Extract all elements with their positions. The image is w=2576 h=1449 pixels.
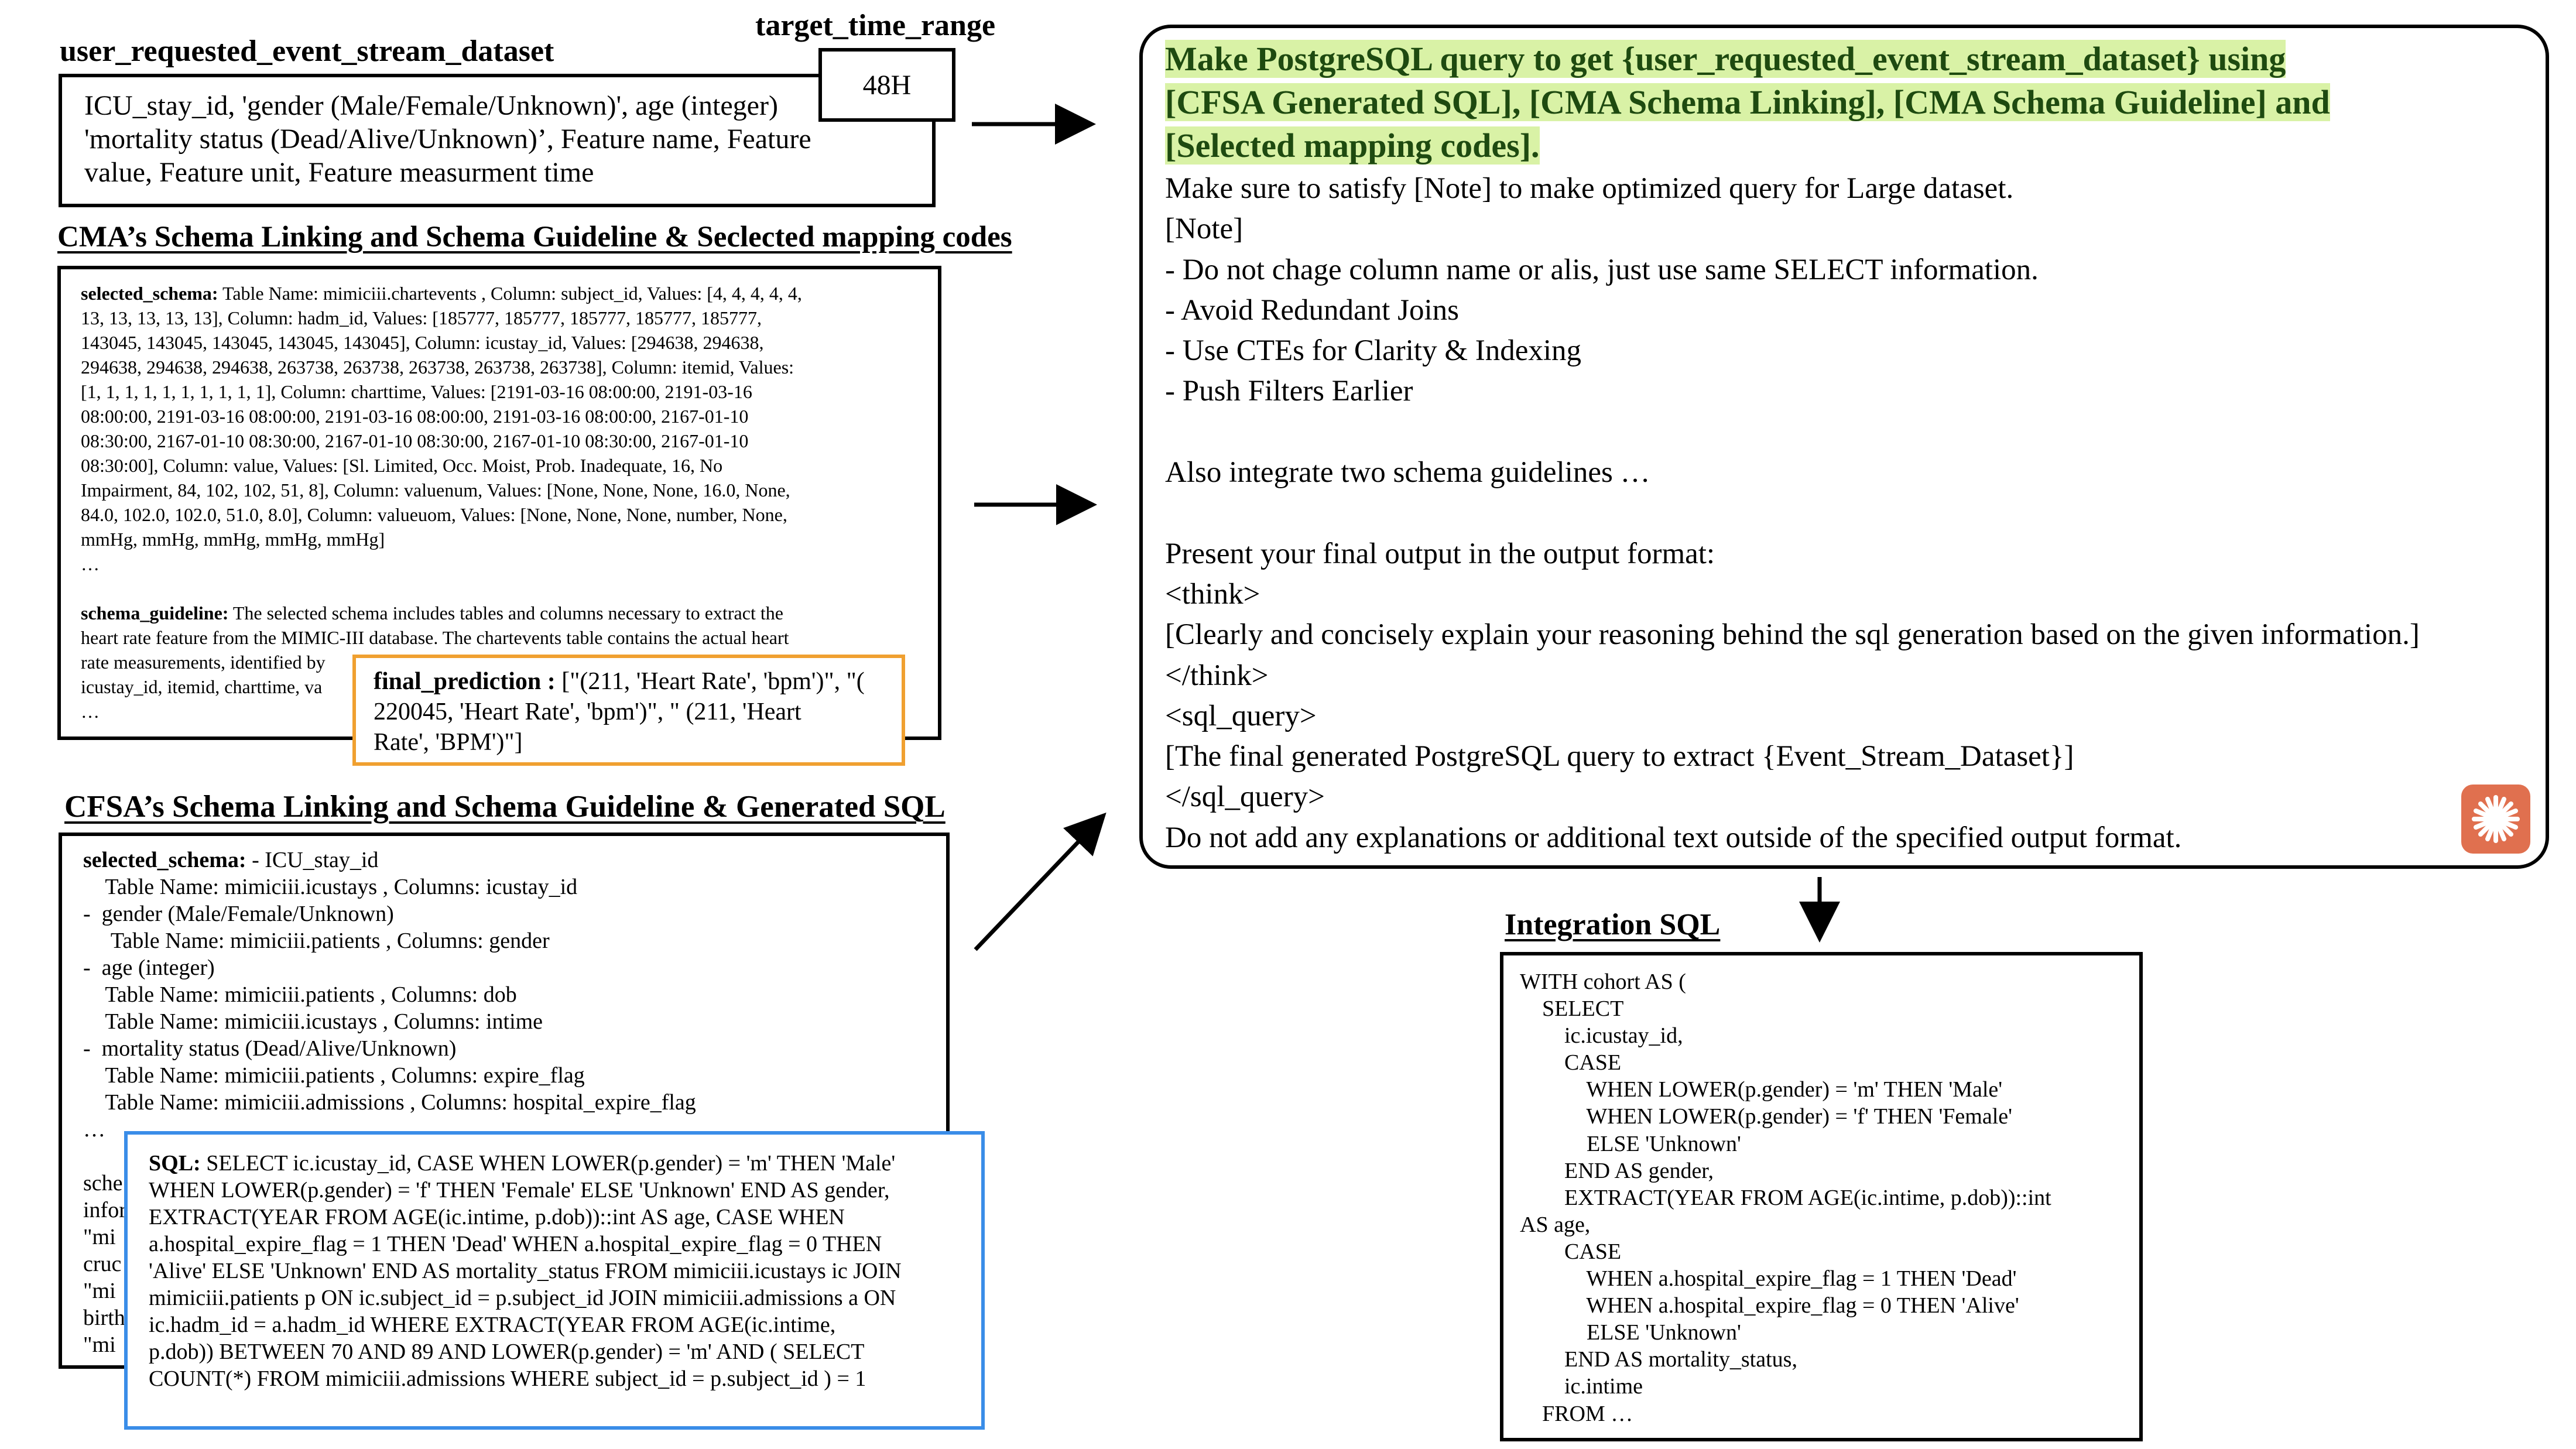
cma-schema-guideline-label: schema_guideline: [81, 602, 229, 624]
cma-schema-guideline-text: The selected schema includes tables and … [81, 602, 789, 722]
final-prediction-label: final_prediction : [374, 668, 556, 695]
cma-selected-schema-text: Table Name: mimiciii.chartevents , Colum… [81, 283, 802, 574]
cfsa-selected-schema-text: - ICU_stay_id Table Name: mimiciii.icust… [83, 848, 696, 1142]
arrow-cfsa-to-prompt [974, 812, 1107, 951]
cfsa-selected-schema-content: selected_schema: - ICU_stay_id Table Nam… [83, 847, 696, 1143]
target-time-range-box: 48H [818, 48, 955, 122]
sql-text: SELECT ic.icustay_id, CASE WHEN LOWER(p.… [149, 1151, 902, 1391]
cfsa-selected-schema-label: selected_schema: [83, 848, 246, 872]
prompt-body: Make sure to satisfy [Note] to make opti… [1165, 172, 2420, 854]
event-stream-heading: user_requested_event_stream_dataset [60, 35, 554, 68]
target-time-range-value: 48H [862, 69, 912, 101]
cfsa-heading: CFSA’s Schema Linking and Schema Guideli… [64, 790, 946, 824]
sql-box: SQL: SELECT ic.icustay_id, CASE WHEN LOW… [124, 1131, 985, 1430]
final-prediction-box: final_prediction : ["(211, 'Heart Rate',… [352, 655, 905, 766]
final-prediction-text: ["(211, 'Heart Rate', 'bpm')", "( 220045… [374, 668, 865, 756]
asterisk-burst-icon-svg [2472, 795, 2520, 843]
event-stream-text: ICU_stay_id, 'gender (Male/Female/Unknow… [84, 90, 811, 188]
prompt-highlight-text: Make PostgreSQL query to get {user_reque… [1165, 40, 2330, 165]
cma-heading: CMA’s Schema Linking and Schema Guidelin… [57, 221, 1012, 254]
prompt-highlight: Make PostgreSQL query to get {user_reque… [1165, 37, 2359, 167]
cfsa-hidden-guideline-lines: sche infor "mi cruc "mi birth "mi [83, 1171, 126, 1357]
cma-box: selected_schema: Table Name: mimiciii.ch… [57, 266, 941, 740]
event-stream-box: ICU_stay_id, 'gender (Male/Female/Unknow… [59, 74, 936, 207]
cma-selected-schema-label: selected_schema: [81, 283, 218, 304]
integration-heading: Integration SQL [1505, 908, 1721, 941]
target-time-range-heading: target_time_range [755, 9, 996, 42]
prompt-box: Make PostgreSQL query to get {user_reque… [1139, 25, 2549, 869]
integration-sql-text: WITH cohort AS ( SELECT ic.icustay_id, C… [1520, 970, 2051, 1426]
sql-label: SQL: [149, 1151, 201, 1176]
asterisk-burst-icon [2461, 785, 2530, 854]
cma-schema-content: selected_schema: Table Name: mimiciii.ch… [81, 281, 802, 724]
final-prediction-content: final_prediction : ["(211, 'Heart Rate',… [374, 666, 865, 758]
integration-box: WITH cohort AS ( SELECT ic.icustay_id, C… [1500, 952, 2143, 1441]
sql-content: SQL: SELECT ic.icustay_id, CASE WHEN LOW… [149, 1150, 902, 1392]
